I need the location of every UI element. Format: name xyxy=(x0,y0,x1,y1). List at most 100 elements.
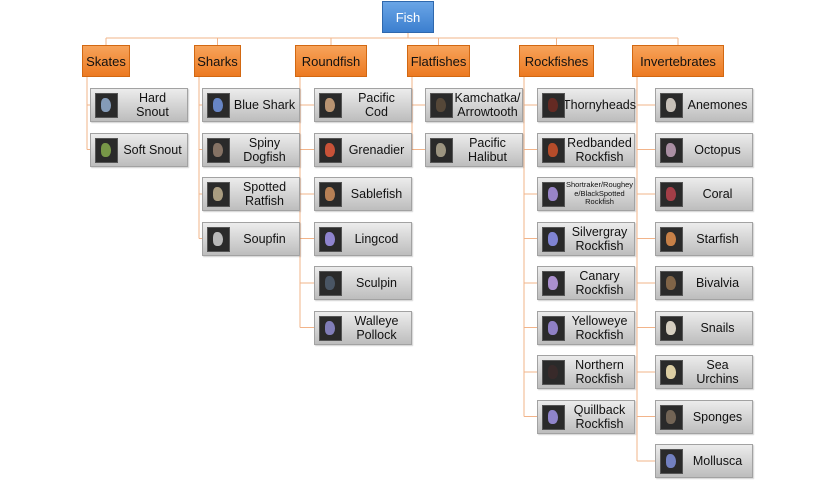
fish-thumbnail-icon xyxy=(660,449,683,474)
category-rockfishes: Rockfishes xyxy=(519,45,594,77)
fish-thumbnail-icon xyxy=(207,182,230,207)
leaf-label: Blue Shark xyxy=(233,98,296,112)
category-label: Rockfishes xyxy=(524,53,589,69)
leaf-label: Sea Urchins xyxy=(696,358,739,386)
leaf-node: Shortraker/Roughey e/BlackSpotted Rockfi… xyxy=(537,177,635,211)
leaf-node: Kamchatka/ Arrowtooth xyxy=(425,88,523,122)
leaf-label: Anemones xyxy=(687,98,748,112)
leaf-label: Sculpin xyxy=(356,276,397,290)
category-sharks: Sharks xyxy=(194,45,241,77)
leaf-label: Shortraker/Roughey e/BlackSpotted Rockfi… xyxy=(565,180,634,207)
leaf-node: Soft Snout xyxy=(90,132,188,167)
leaf-label: Soupfin xyxy=(243,231,286,246)
root-label: Fish xyxy=(395,9,421,25)
fish-thumbnail-icon xyxy=(319,93,342,118)
fish-thumbnail-icon xyxy=(319,271,342,296)
category-flatfishes: Flatfishes xyxy=(407,45,470,77)
leaf-label: Sablefish xyxy=(350,187,403,201)
leaf-node: Snails xyxy=(655,310,753,345)
leaf-label: Coral xyxy=(702,187,733,201)
leaf-node: Grenadier xyxy=(314,132,412,167)
root-node-fish: Fish xyxy=(382,1,434,33)
leaf-label: Quillback Rockfish xyxy=(573,402,626,431)
leaf-label: Spotted Ratfish xyxy=(242,180,287,208)
leaf-node: Pacific Cod xyxy=(314,88,412,122)
fish-thumbnail-icon xyxy=(430,93,453,118)
fish-thumbnail-icon xyxy=(660,315,683,341)
leaf-label: Starfish xyxy=(696,231,739,246)
leaf-node: Starfish xyxy=(655,221,753,256)
leaf-node: Sculpin xyxy=(314,266,412,300)
leaf-label: Spiny Dogfish xyxy=(243,135,286,164)
leaf-node: Pacific Halibut xyxy=(425,132,523,167)
leaf-label: Sponges xyxy=(692,409,743,424)
fish-thumbnail-icon xyxy=(660,226,683,252)
leaf-label: Pacific Halibut xyxy=(468,135,507,164)
fish-thumbnail-icon xyxy=(319,315,342,341)
leaf-node: Canary Rockfish xyxy=(537,266,635,300)
category-label: Sharks xyxy=(197,53,238,69)
leaf-node: Coral xyxy=(655,177,753,211)
fish-thumbnail-icon xyxy=(542,137,565,163)
category-label: Flatfishes xyxy=(410,53,467,69)
leaf-node: Thornyheads xyxy=(537,88,636,122)
leaf-label: Yelloweye Rockfish xyxy=(571,313,628,342)
category-label: Skates xyxy=(86,53,126,69)
fish-thumbnail-icon xyxy=(542,360,565,385)
fish-thumbnail-icon xyxy=(660,271,683,296)
leaf-label: Thornyheads xyxy=(563,98,636,112)
leaf-node: Yelloweye Rockfish xyxy=(537,310,635,345)
leaf-label: Lingcod xyxy=(354,231,399,246)
fish-thumbnail-icon xyxy=(660,182,683,207)
fish-thumbnail-icon xyxy=(542,404,565,430)
leaf-node: Soupfin xyxy=(202,221,300,256)
fish-thumbnail-icon xyxy=(207,93,230,118)
fish-thumbnail-icon xyxy=(95,93,118,118)
leaf-node: Sea Urchins xyxy=(655,355,753,389)
leaf-label: Pacific Cod xyxy=(358,91,395,119)
leaf-node: Blue Shark xyxy=(202,88,300,122)
fish-thumbnail-icon xyxy=(319,226,342,252)
leaf-node: Octopus xyxy=(655,132,753,167)
leaf-label: Mollusca xyxy=(692,454,743,468)
leaf-node: Mollusca xyxy=(655,444,753,478)
leaf-label: Silvergray Rockfish xyxy=(571,224,628,253)
leaf-node: Walleye Pollock xyxy=(314,310,412,345)
fish-thumbnail-icon xyxy=(660,360,683,385)
category-label: Roundfish xyxy=(301,53,361,69)
leaf-label: Bivalvia xyxy=(695,276,740,290)
fish-thumbnail-icon xyxy=(319,182,342,207)
category-invertebrates: Invertebrates xyxy=(632,45,724,77)
leaf-node: Sponges xyxy=(655,399,753,434)
leaf-node: Redbanded Rockfish xyxy=(537,132,635,167)
leaf-node: Quillback Rockfish xyxy=(537,399,635,434)
leaf-node: Silvergray Rockfish xyxy=(537,221,635,256)
fish-thumbnail-icon xyxy=(660,404,683,430)
leaf-label: Northern Rockfish xyxy=(575,358,624,386)
leaf-label: Grenadier xyxy=(348,142,405,157)
leaf-node: Bivalvia xyxy=(655,266,753,300)
leaf-node: Lingcod xyxy=(314,221,412,256)
leaf-label: Octopus xyxy=(694,142,741,157)
fish-thumbnail-icon xyxy=(660,93,683,118)
category-roundfish: Roundfish xyxy=(295,45,367,77)
fish-thumbnail-icon xyxy=(542,93,565,118)
leaf-label: Kamchatka/ Arrowtooth xyxy=(454,91,521,119)
leaf-node: Northern Rockfish xyxy=(537,355,635,389)
leaf-label: Walleye Pollock xyxy=(354,313,399,342)
category-skates: Skates xyxy=(82,45,130,77)
fish-thumbnail-icon xyxy=(542,182,565,207)
fish-thumbnail-icon xyxy=(542,226,565,252)
leaf-label: Canary Rockfish xyxy=(575,269,624,297)
category-label: Invertebrates xyxy=(640,53,716,69)
leaf-node: Spiny Dogfish xyxy=(202,132,300,167)
leaf-node: Anemones xyxy=(655,88,753,122)
fish-thumbnail-icon xyxy=(207,226,230,252)
leaf-node: Spotted Ratfish xyxy=(202,177,300,211)
leaf-node: Hard Snout xyxy=(90,88,188,122)
fish-thumbnail-icon xyxy=(207,137,230,163)
leaf-node: Sablefish xyxy=(314,177,412,211)
leaf-label: Redbanded Rockfish xyxy=(567,135,632,164)
